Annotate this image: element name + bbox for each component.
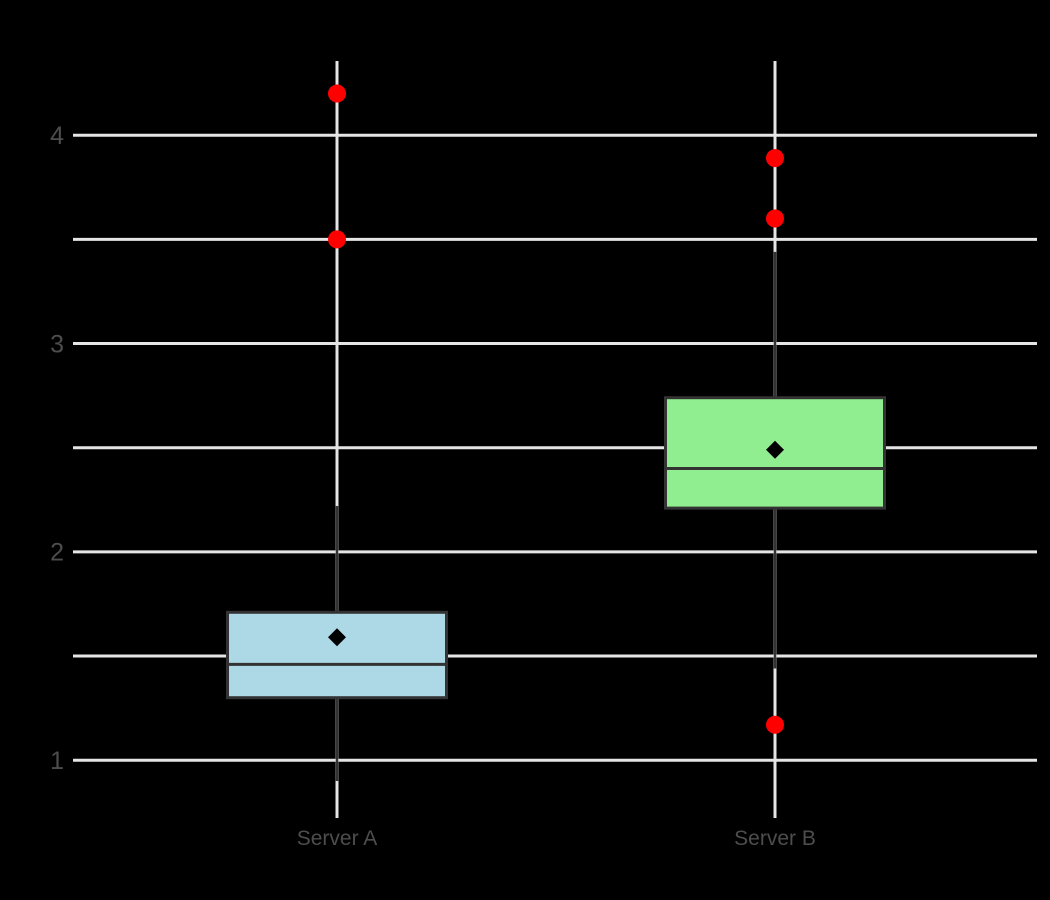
outlier-point-server-b — [766, 715, 784, 734]
outlier-point-server-a — [328, 230, 346, 249]
y-tick-label: 2 — [50, 539, 64, 567]
x-category-label: Server A — [297, 827, 378, 850]
outlier-point-server-a — [328, 84, 346, 103]
outlier-point-server-b — [766, 209, 784, 228]
outlier-point-server-b — [766, 149, 784, 168]
mean-marker-server-a — [328, 628, 346, 647]
y-tick-label: 1 — [50, 747, 64, 775]
mean-marker-server-b — [766, 440, 784, 459]
box-server-a — [226, 610, 448, 700]
x-category-label: Server B — [734, 827, 816, 850]
y-tick-label: 4 — [50, 122, 64, 150]
y-tick-label: 3 — [50, 330, 64, 358]
